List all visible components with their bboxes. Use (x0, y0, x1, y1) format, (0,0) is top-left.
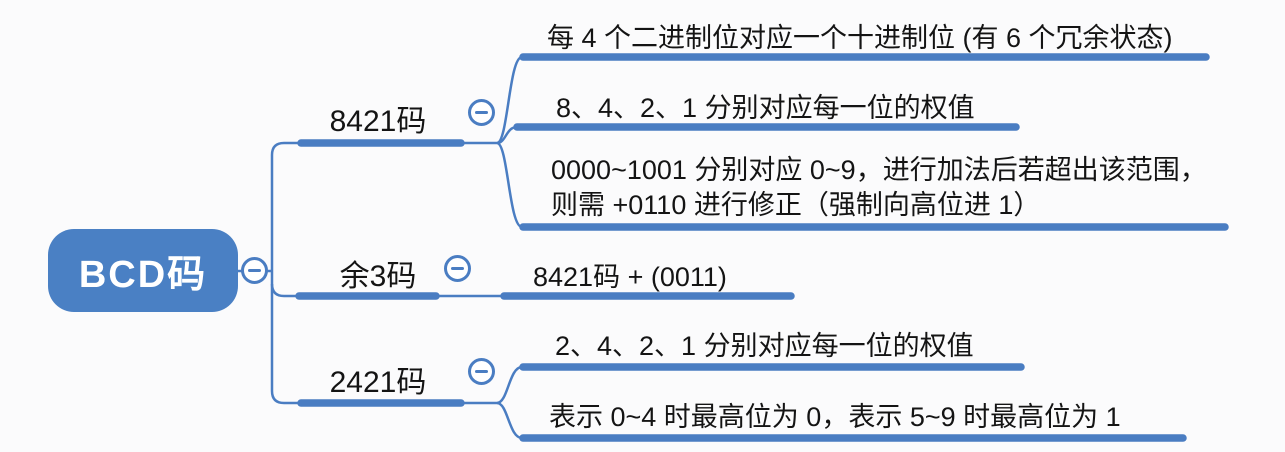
leaf-excess3-formula[interactable]: 8421码 + (0011) (533, 262, 727, 292)
connector-root-bracket (270, 141, 497, 405)
leaf-8421-redundant-states[interactable]: 每 4 个二进制位对应一个十进制位 (有 6 个冗余状态) (547, 23, 1173, 53)
branch-label-excess3[interactable]: 余3码 (339, 260, 417, 293)
collapse-button-8421[interactable] (468, 99, 495, 126)
root-node-bcd[interactable]: BCD码 (48, 229, 238, 312)
root-node-label: BCD码 (78, 254, 208, 296)
minus-icon (475, 370, 488, 373)
minus-icon (248, 269, 261, 272)
connector-8421-child3 (496, 141, 523, 229)
connector-2421-child1 (496, 365, 523, 405)
leaf-8421-weights[interactable]: 8、4、2、1 分别对应每一位的权值 (556, 93, 975, 123)
collapse-button-2421[interactable] (468, 358, 495, 385)
minus-icon (451, 267, 464, 270)
connector-8421-child1 (496, 55, 523, 145)
leaf-8421-correction[interactable]: 0000~1001 分别对应 0~9，进行加法后若超出该范围，则需 +0110 … (551, 155, 1207, 220)
minus-icon (475, 111, 488, 114)
collapse-button-excess3[interactable] (444, 255, 471, 282)
leaf-2421-highbit[interactable]: 表示 0~4 时最高位为 0，表示 5~9 时最高位为 1 (549, 402, 1121, 432)
connector-branch-excess3 (270, 283, 512, 298)
connector-2421-child2 (496, 401, 523, 440)
leaf-2421-weights[interactable]: 2、4、2、1 分别对应每一位的权值 (555, 331, 974, 361)
branch-label-8421[interactable]: 8421码 (329, 105, 427, 138)
collapse-button-root[interactable] (241, 257, 268, 284)
branch-label-2421[interactable]: 2421码 (329, 366, 427, 399)
